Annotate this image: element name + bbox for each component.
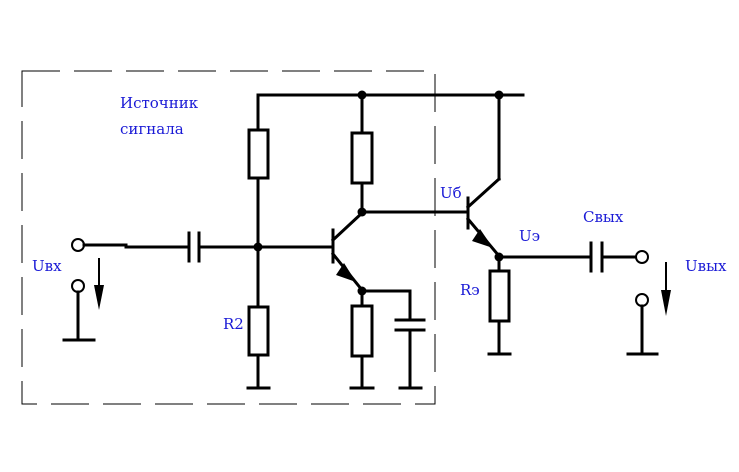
base-voltage-label: Uб: [440, 184, 462, 202]
transistor1-emitter: [330, 251, 365, 293]
junction-dot-rail-rc: [357, 90, 367, 100]
resistor-r1: [247, 128, 270, 180]
emitter-voltage-label: Uэ: [519, 227, 540, 245]
resistor-r2: [247, 305, 270, 357]
emitter-resistor-label: Rэ: [460, 281, 480, 299]
junction-dot-collector: [357, 207, 367, 217]
junction-dot-rail-t2: [494, 90, 504, 100]
output-voltage-arrow: [661, 262, 671, 316]
source-label-line2: сигнала: [120, 120, 184, 138]
output-capacitor: [589, 241, 604, 273]
bypass-cap-top-wire: [360, 289, 412, 322]
junction-dot-emitter2: [494, 252, 504, 262]
resistor-r2-label: R2: [223, 315, 244, 333]
resistor-re1: [350, 304, 374, 358]
resistor-re: [488, 269, 511, 323]
input-terminal-bottom: [71, 279, 85, 293]
input-capacitor: [187, 231, 201, 263]
resistor-rc: [350, 131, 374, 185]
input-terminal-top: [71, 238, 85, 252]
signal-source-boundary: [21, 70, 436, 405]
output-terminal-bottom: [635, 293, 649, 307]
input-voltage-arrow: [94, 258, 104, 310]
source-label-line1: Источник: [120, 94, 199, 112]
transistor2-collector: [465, 176, 502, 210]
output-terminal-top: [635, 250, 649, 264]
output-voltage-label: Uвых: [685, 257, 727, 275]
output-capacitor-label: Свых: [583, 208, 624, 226]
transistor2-emitter: [465, 216, 502, 259]
transistor1-collector: [330, 210, 365, 243]
junction-dot-base: [253, 242, 263, 252]
input-voltage-label: Uвх: [32, 257, 62, 275]
junction-dot-emitter1: [357, 286, 367, 296]
